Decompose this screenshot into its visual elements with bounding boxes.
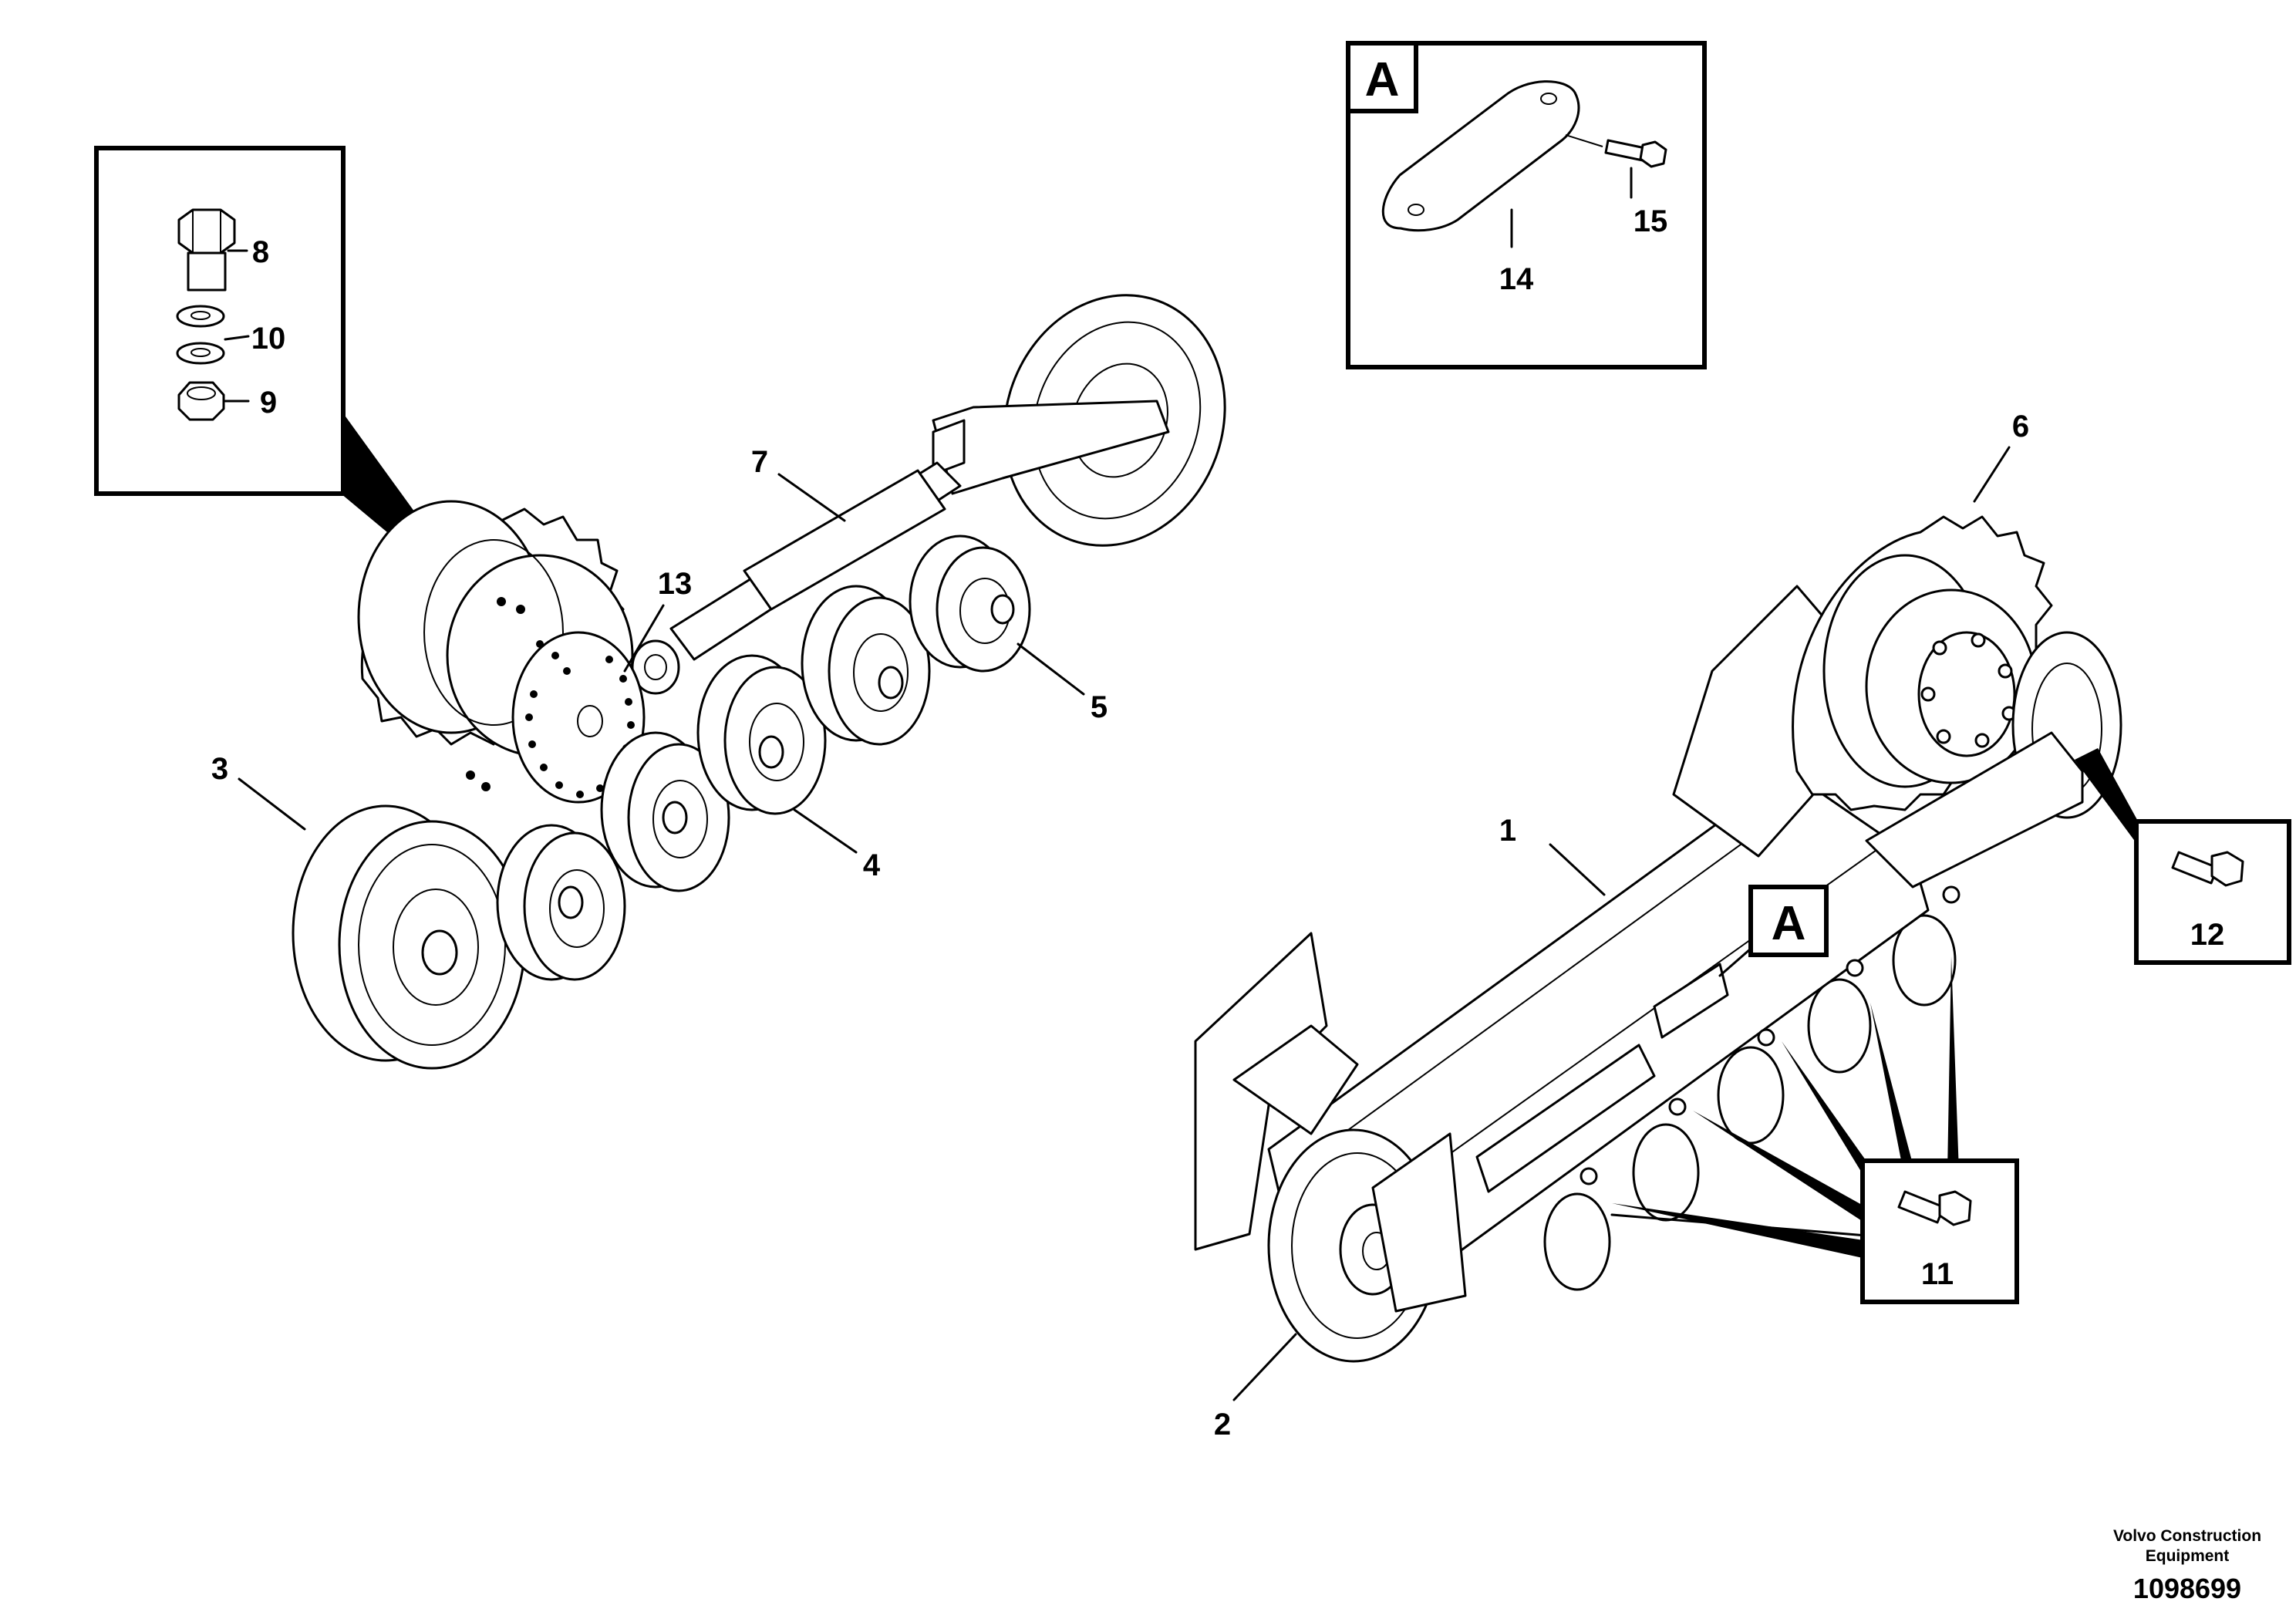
view-a-label: A: [1365, 53, 1400, 106]
washer-icon: [176, 305, 225, 365]
view-a-reference-label: A: [1772, 897, 1806, 950]
track-roller-icon: [801, 585, 931, 746]
track-roller-icon: [600, 731, 730, 892]
bolt-icon: [177, 208, 236, 292]
callout-3: 3: [211, 752, 228, 786]
callout-13: 13: [658, 567, 693, 601]
callout-7: 7: [751, 445, 768, 479]
bolt-icon: [1565, 134, 1667, 168]
bolt-icon: [2171, 851, 2244, 887]
callout-6: 6: [2012, 410, 2029, 443]
bolt-icon: [1897, 1190, 1972, 1226]
cover-plate-detail-inset: [1346, 41, 1707, 369]
cover-plate-icon: [1381, 80, 1580, 232]
track-roller-icon: [496, 824, 626, 981]
callout-1: 1: [1499, 814, 1516, 848]
callout-14: 14: [1499, 262, 1534, 296]
callout-2: 2: [1214, 1408, 1231, 1442]
drive-motor-icon: [423, 539, 646, 804]
callout-9: 9: [260, 386, 277, 420]
view-a-reference: [1718, 885, 1829, 977]
track-roller-icon: [696, 654, 827, 815]
roller-row: [1543, 914, 1957, 1291]
company-name-line1: Volvo Construction: [2113, 1527, 2261, 1545]
front-idler-wheel-icon: [292, 804, 526, 1070]
callout-5: 5: [1091, 690, 1108, 724]
leader-lines: [238, 446, 2011, 1401]
company-name-line2: Equipment: [2146, 1547, 2230, 1565]
bolt-11-callout: [1610, 956, 2019, 1304]
callout-11: 11: [1921, 1257, 1954, 1291]
callout-10: 10: [251, 322, 286, 356]
callout-4: 4: [863, 848, 881, 882]
callout-12: 12: [2190, 918, 2225, 952]
callout-8: 8: [252, 235, 269, 269]
bolt-12-callout: [2075, 748, 2291, 965]
callout-15: 15: [1633, 204, 1668, 238]
nut-icon: [177, 381, 225, 421]
drive-motor-icon: [1865, 588, 2038, 784]
document-number: 1098699: [2133, 1573, 2241, 1604]
carrier-roller-icon: [909, 534, 1031, 673]
undercarriage-exploded-assembly: [292, 294, 1226, 1070]
